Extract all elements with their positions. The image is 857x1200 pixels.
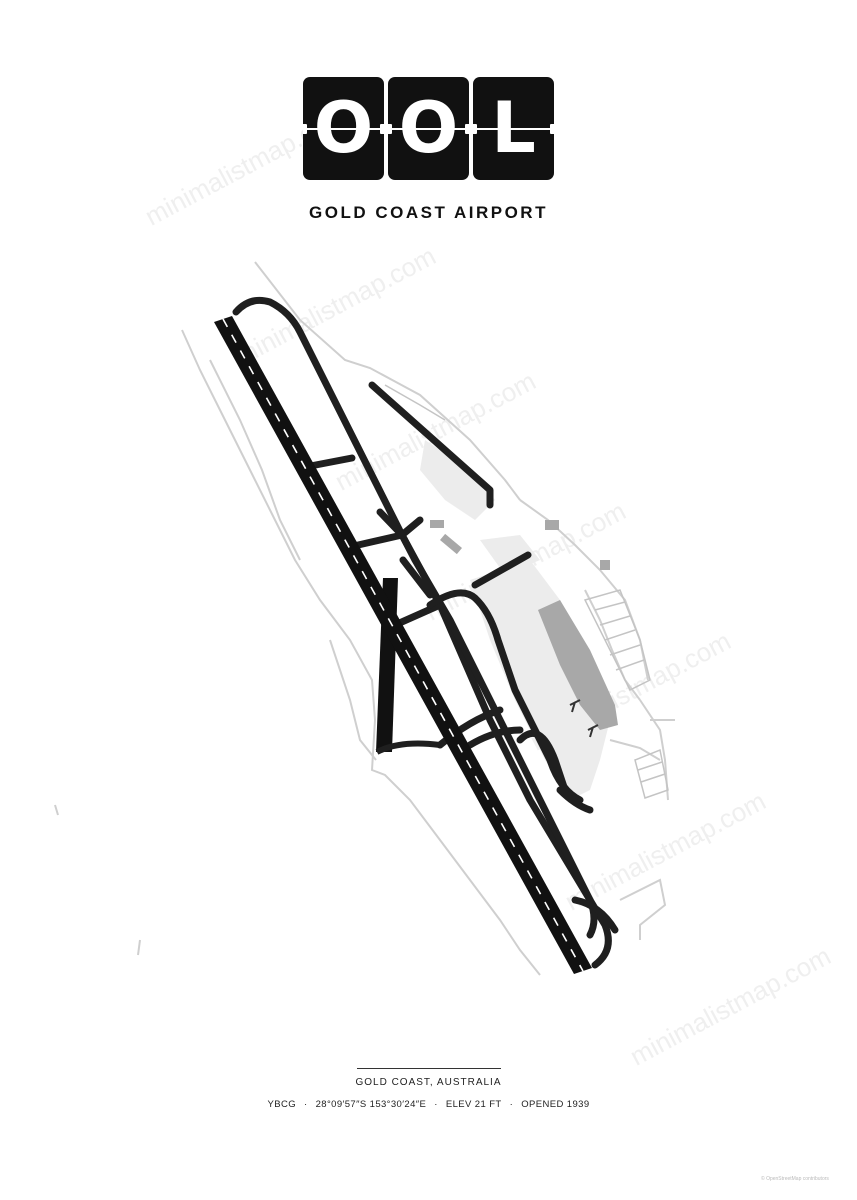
main-runway xyxy=(214,316,592,974)
coordinates: 28°09′57″S 153°30′24″E xyxy=(315,1099,427,1110)
icao-code: YBCG xyxy=(267,1099,297,1110)
tile-hinge xyxy=(388,124,392,134)
elevation: ELEV 21 FT xyxy=(445,1099,502,1110)
apron-areas xyxy=(420,440,610,800)
tile-hinge xyxy=(465,124,469,134)
roads xyxy=(54,261,675,976)
tile-split-line xyxy=(303,128,384,130)
footer-location: GOLD COAST, AUSTRALIA xyxy=(355,1077,502,1088)
code-tile-2: O xyxy=(388,77,469,180)
tile-hinge xyxy=(473,124,477,134)
tile-hinge xyxy=(303,124,307,134)
tile-hinge xyxy=(550,124,554,134)
footer-details: YBCG · 28°09′57″S 153°30′24″E · ELEV 21 FT · O… xyxy=(0,1099,857,1110)
car-parks xyxy=(384,384,669,799)
footer-divider xyxy=(357,1068,501,1069)
taxiways xyxy=(232,296,619,969)
airport-code: O O L xyxy=(303,77,555,180)
map-credit: © OpenStreetMap contributors xyxy=(761,1176,829,1182)
tile-split-line xyxy=(473,128,554,130)
code-tile-3: L xyxy=(473,77,554,180)
separator: · xyxy=(509,1099,514,1110)
code-tile-1: O xyxy=(303,77,384,180)
tile-split-line xyxy=(388,128,469,130)
separator: · xyxy=(434,1099,438,1110)
separator: · xyxy=(304,1099,308,1110)
airport-name: GOLD COAST AIRPORT xyxy=(309,203,548,222)
opened-year: OPENED 1939 xyxy=(521,1099,590,1110)
aircraft-icons xyxy=(569,699,599,738)
tile-hinge xyxy=(380,124,384,134)
buildings xyxy=(430,520,618,730)
